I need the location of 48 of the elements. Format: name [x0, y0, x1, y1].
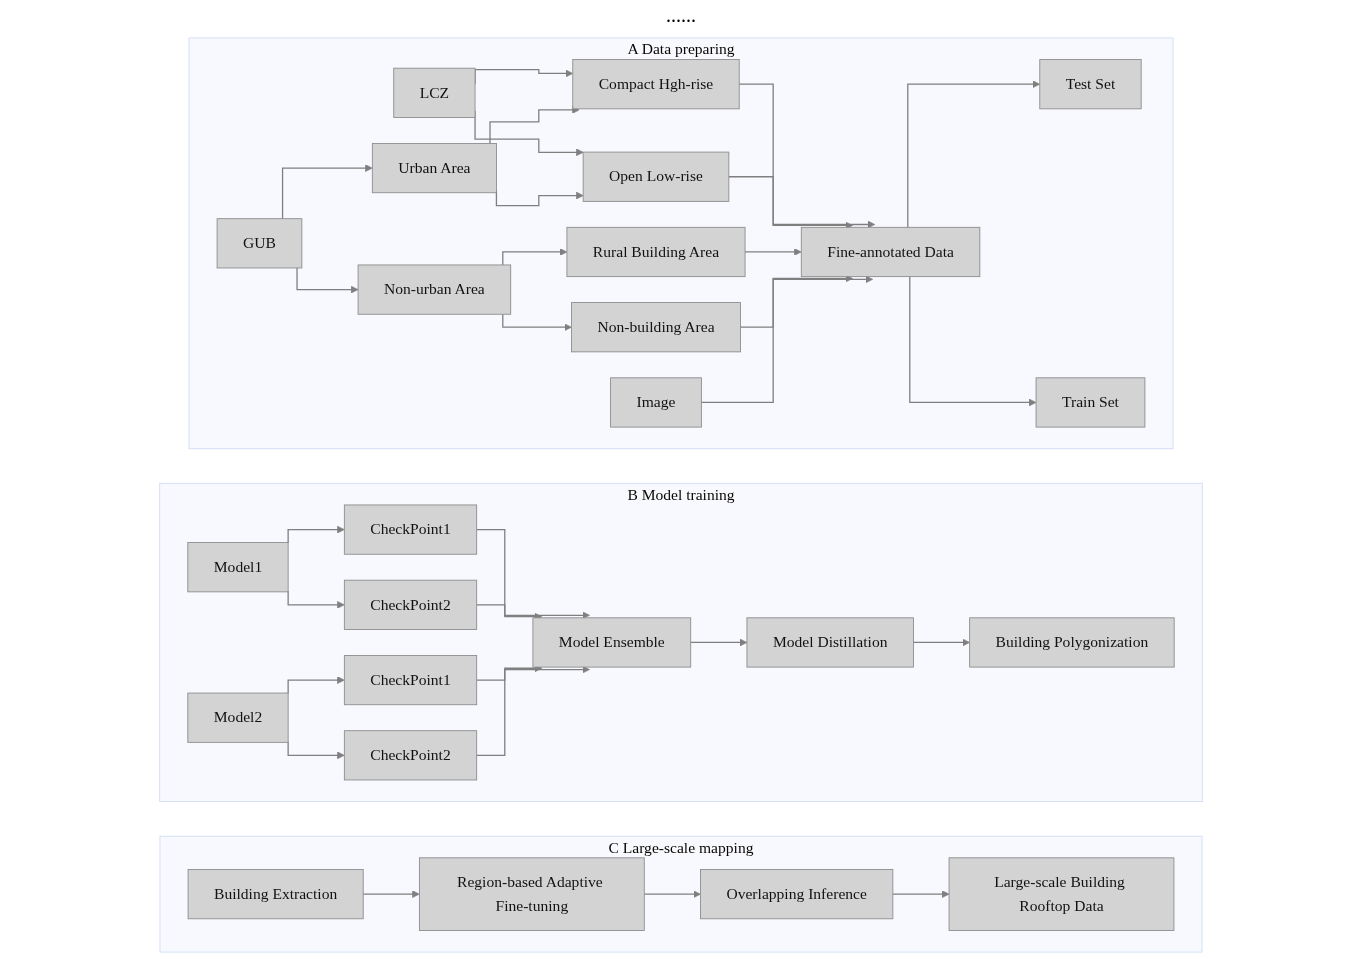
node-box: Overlapping Inference	[700, 869, 894, 920]
node-box: CheckPoint1	[343, 655, 478, 706]
node-box: Non-building Area	[571, 302, 741, 353]
arrow	[643, 890, 701, 898]
arrow	[700, 275, 873, 404]
arrow	[287, 590, 345, 609]
arrow	[476, 665, 590, 756]
arrow	[281, 164, 373, 220]
node-box: Train Set	[1035, 377, 1146, 428]
arrow	[296, 267, 359, 294]
arrow	[502, 313, 572, 331]
node-box: Image	[610, 377, 702, 428]
note-text: ......	[666, 4, 696, 26]
node-box: Rural Building Area	[566, 226, 746, 278]
node-box: LCZ	[393, 67, 476, 118]
node-box: Urban Area	[371, 143, 497, 194]
arrow	[744, 248, 802, 256]
node-box: Compact Hgh-rise	[572, 59, 740, 110]
node-box: Building Polygonization	[969, 617, 1175, 668]
arrow	[287, 676, 345, 695]
arrow	[690, 638, 748, 647]
arrow	[362, 890, 420, 898]
node-box: Model Ensemble	[532, 617, 692, 668]
node-box: Region-based Adaptive Fine-tuning	[419, 857, 645, 931]
arrow	[907, 80, 1041, 228]
node-box: CheckPoint1	[343, 504, 478, 555]
arrow	[287, 741, 345, 760]
arrow	[912, 638, 970, 647]
node-box: Model1	[187, 542, 289, 593]
node-box: Open Low-rise	[582, 151, 730, 202]
arrow	[739, 274, 853, 328]
arrow	[892, 890, 950, 898]
node-box: CheckPoint2	[343, 730, 478, 781]
node-box: Fine-annotated Data	[800, 226, 981, 278]
arrow	[738, 83, 876, 229]
node-box: Large-scale Building Rooftop Data	[948, 857, 1175, 931]
arrow	[909, 275, 1037, 407]
arrow	[287, 525, 345, 544]
node-box: Non-urban Area	[357, 264, 512, 315]
arrow	[489, 106, 580, 145]
arrow	[502, 248, 568, 266]
node-box: Model Distillation	[746, 617, 914, 668]
node-box: Model2	[187, 692, 289, 743]
arrow	[476, 528, 590, 620]
node-box: Test Set	[1039, 59, 1142, 110]
node-box: CheckPoint2	[343, 579, 478, 630]
node-box: GUB	[216, 218, 303, 269]
node-box: Building Extraction	[187, 869, 364, 920]
